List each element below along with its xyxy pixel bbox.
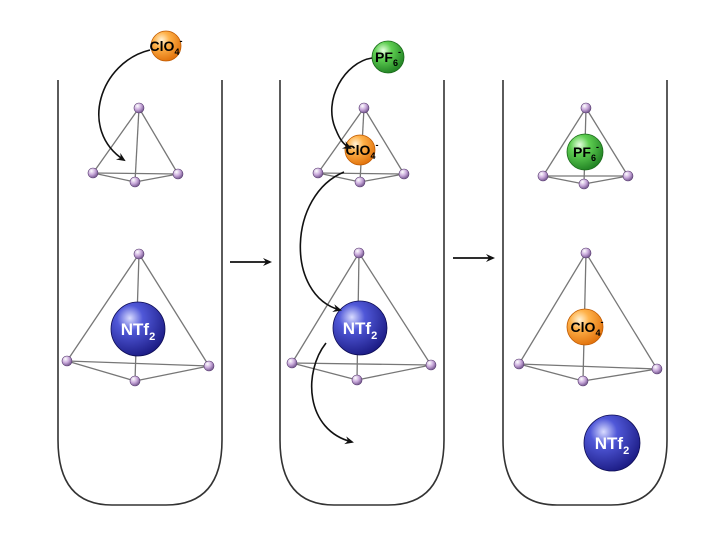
ion-ntf2-panel3: NTf2 xyxy=(583,414,641,472)
vertex-node xyxy=(353,247,365,259)
vertex-node xyxy=(398,168,410,180)
small-cage-2 xyxy=(312,102,410,188)
ion-ntf2-panel1: NTf2 xyxy=(110,301,166,357)
vertex-node xyxy=(133,102,145,114)
tube-3 xyxy=(502,80,668,506)
ion-clo4-panel2: ClO4- xyxy=(344,134,379,166)
ion-clo4-panel3: ClO4- xyxy=(566,308,604,346)
ion-clo4-panel1: ClO4- xyxy=(150,30,183,62)
tube-2 xyxy=(279,80,445,506)
ion-pf6-panel2: PF6- xyxy=(371,40,405,74)
ion-ntf2-panel2: NTf2 xyxy=(332,300,388,356)
svg-text:PF6-: PF6- xyxy=(375,47,401,68)
migration-arrow-p1 xyxy=(98,49,151,162)
vertex-node xyxy=(286,357,298,369)
ion-pf6-panel3: PF6- xyxy=(566,133,604,171)
vertex-node xyxy=(577,375,589,387)
vertex-node xyxy=(129,375,141,387)
vertex-node xyxy=(622,170,634,182)
vertex-node xyxy=(578,178,590,190)
migration-arrow-p2-transfer xyxy=(299,171,345,313)
svg-text:ClO4-: ClO4- xyxy=(150,36,183,57)
small-cage-3 xyxy=(537,102,634,190)
large-cage-1 xyxy=(61,248,215,387)
vertex-node xyxy=(203,360,215,372)
migration-arrow-p2-entry xyxy=(331,57,373,149)
vertex-node xyxy=(358,102,370,114)
small-cage-1 xyxy=(87,102,184,188)
vertex-node xyxy=(580,247,592,259)
large-cage-3 xyxy=(513,247,663,387)
vertex-node xyxy=(513,358,525,370)
vertex-node xyxy=(61,355,73,367)
vertex-node xyxy=(133,248,145,260)
vertex-node xyxy=(351,374,363,386)
svg-text:ClO4-: ClO4- xyxy=(346,140,379,161)
vertex-node xyxy=(425,359,437,371)
svg-text:NTf2: NTf2 xyxy=(121,320,155,343)
vertex-node xyxy=(354,176,366,188)
svg-text:NTf2: NTf2 xyxy=(595,434,629,457)
vertex-node xyxy=(651,363,663,375)
vertex-node xyxy=(537,170,549,182)
vertex-node xyxy=(312,167,324,179)
svg-text:NTf2: NTf2 xyxy=(343,319,377,342)
vertex-node xyxy=(580,102,592,114)
svg-text:ClO4-: ClO4- xyxy=(571,317,604,338)
large-cage-2 xyxy=(286,247,437,386)
vertex-node xyxy=(129,176,141,188)
svg-text:PF6-: PF6- xyxy=(573,142,599,163)
migration-arrow-p2-exit xyxy=(310,342,354,445)
vertex-node xyxy=(87,167,99,179)
vertex-node xyxy=(172,168,184,180)
tube-1 xyxy=(57,80,223,506)
